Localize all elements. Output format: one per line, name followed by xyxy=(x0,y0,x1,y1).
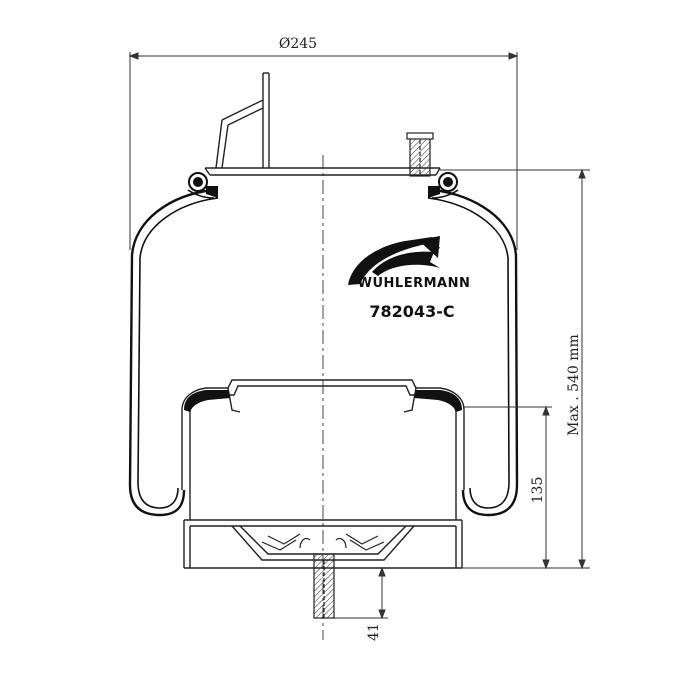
bellow-wedge-right xyxy=(428,186,440,198)
top-plate xyxy=(204,72,441,176)
bellow-wedge-left xyxy=(206,186,218,198)
bottom-stud xyxy=(313,553,335,619)
stud-length-dimension xyxy=(334,566,388,620)
diameter-label: Ø245 xyxy=(279,36,317,52)
piston-height-dimension xyxy=(464,405,552,570)
part-number: 782043-C xyxy=(369,302,454,321)
stud-length-label: 41 xyxy=(366,623,382,641)
rubber-bellow xyxy=(128,188,519,517)
piston-cap-right xyxy=(414,390,462,412)
diameter-dimension xyxy=(128,52,519,250)
max-height-dimension xyxy=(440,168,590,570)
piston-cap-left xyxy=(184,390,230,412)
air-fitting xyxy=(406,132,434,177)
piston-height-label: 135 xyxy=(530,477,546,504)
bead-rolls xyxy=(188,172,458,192)
piston-struts xyxy=(261,533,385,551)
brand-name: WUHLERMANN xyxy=(358,276,471,291)
max-height-label: Max . 540 mm xyxy=(566,334,582,436)
wuhlermann-swoosh-logo-icon xyxy=(348,236,440,285)
